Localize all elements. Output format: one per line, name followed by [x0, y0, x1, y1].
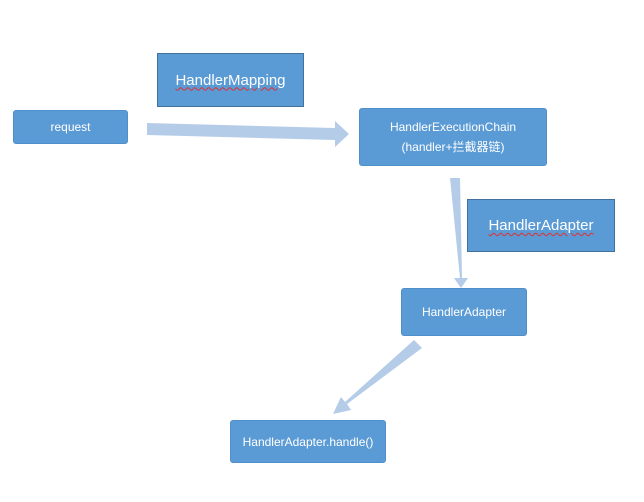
handler-execution-chain-subtitle: (handler+拦截器链)	[401, 140, 505, 154]
arrow-chain-to-adapter	[450, 178, 468, 288]
arrow-adapter-to-handle	[333, 340, 422, 414]
handler-adapter-label-text: HandlerAdapter	[488, 217, 594, 234]
request-node: request	[13, 110, 128, 144]
handler-execution-chain-title: HandlerExecutionChain	[389, 120, 517, 134]
handle-method-node: HandlerAdapter.handle()	[230, 420, 386, 463]
request-node-label: request	[50, 120, 91, 134]
handler-adapter-label: HandlerAdapter	[467, 199, 615, 252]
handler-adapter-node: HandlerAdapter	[401, 288, 527, 336]
handler-execution-chain-node: HandlerExecutionChain (handler+拦截器链)	[359, 108, 547, 166]
handle-method-node-label: HandlerAdapter.handle()	[242, 434, 374, 449]
arrow-request-to-chain	[147, 121, 349, 147]
handler-mapping-text: HandlerMapping	[175, 71, 286, 89]
handler-adapter-node-label: HandlerAdapter	[421, 305, 507, 319]
handler-mapping-label: HandlerMapping	[157, 53, 304, 107]
